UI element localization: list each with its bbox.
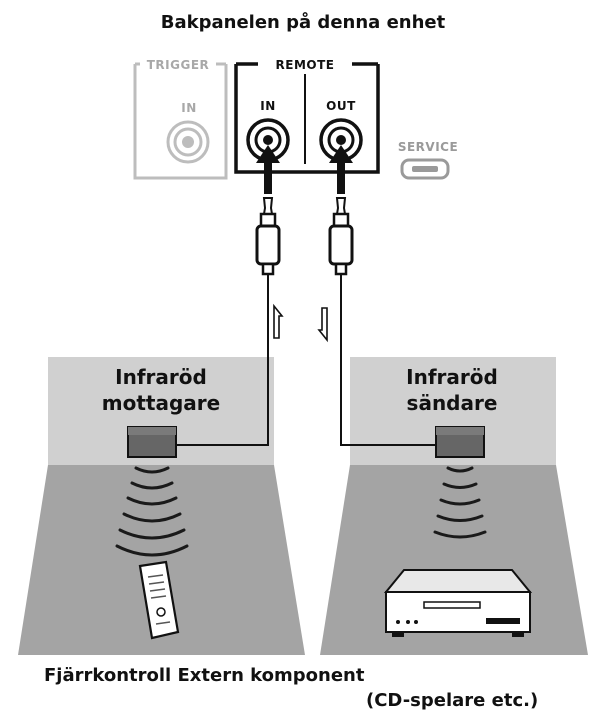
ir-waves-icon-right	[433, 466, 487, 539]
remote-in-label: IN	[260, 99, 276, 113]
remote-group: REMOTE IN OUT	[234, 58, 380, 174]
receiver-label-line2: mottagare	[102, 391, 220, 415]
remote-control-icon	[138, 560, 180, 640]
caption-cd-note: (CD-spelare etc.)	[366, 690, 538, 711]
signal-direction-up-icon	[273, 303, 284, 339]
remote-label: REMOTE	[276, 58, 335, 72]
remote-out-label: OUT	[326, 99, 356, 113]
receiver-label-line1: Infraröd	[115, 365, 207, 389]
plug-icon-in	[255, 197, 281, 276]
trigger-in-label: IN	[181, 101, 197, 115]
rear-panel: TRIGGER IN REMOTE IN OUT	[133, 58, 458, 180]
caption-devices: Fjärrkontroll Extern komponent	[44, 665, 365, 686]
cables	[176, 274, 436, 446]
ir-waves-icon-left	[115, 466, 189, 557]
diagram-title: Bakpanelen på denna enhet	[161, 11, 446, 33]
transmitter-label-line1: Infraröd	[406, 365, 498, 389]
trigger-label: TRIGGER	[147, 58, 210, 72]
service-port: SERVICE	[398, 140, 458, 180]
ir-transmitter-icon	[435, 426, 485, 458]
trigger-jack-icon	[166, 120, 210, 164]
cd-player-icon	[383, 569, 533, 637]
signal-direction-down-icon	[317, 307, 328, 343]
plug-in-arrows	[256, 145, 353, 194]
plug-icon-out	[328, 197, 354, 276]
trigger-group: TRIGGER IN	[133, 58, 228, 180]
ir-receiver-icon	[127, 426, 177, 458]
transmitter-label-line2: sändare	[407, 391, 498, 415]
service-label: SERVICE	[398, 140, 458, 154]
